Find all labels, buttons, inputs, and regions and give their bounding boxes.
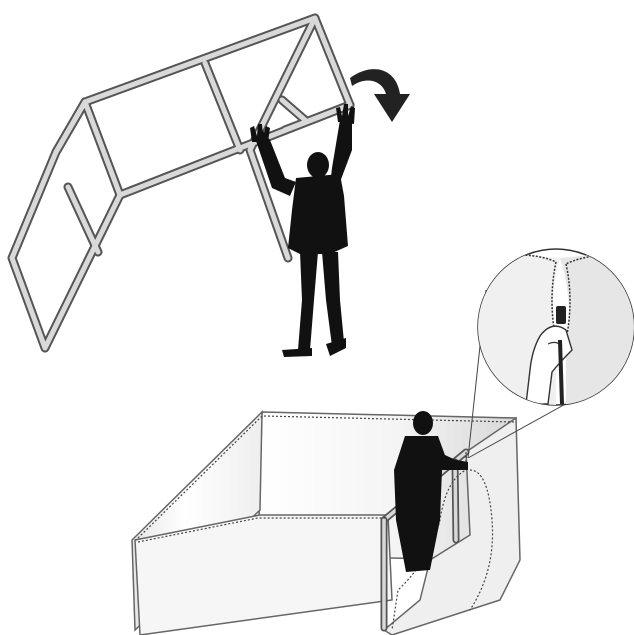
person-silhouette-zipping — [394, 411, 468, 572]
folding-frame — [7, 13, 355, 353]
fabric-wall — [131, 410, 521, 635]
curved-arrow-icon — [350, 69, 410, 122]
person-silhouette-lifting — [250, 104, 355, 357]
zipper-magnifier-icon — [477, 248, 634, 406]
